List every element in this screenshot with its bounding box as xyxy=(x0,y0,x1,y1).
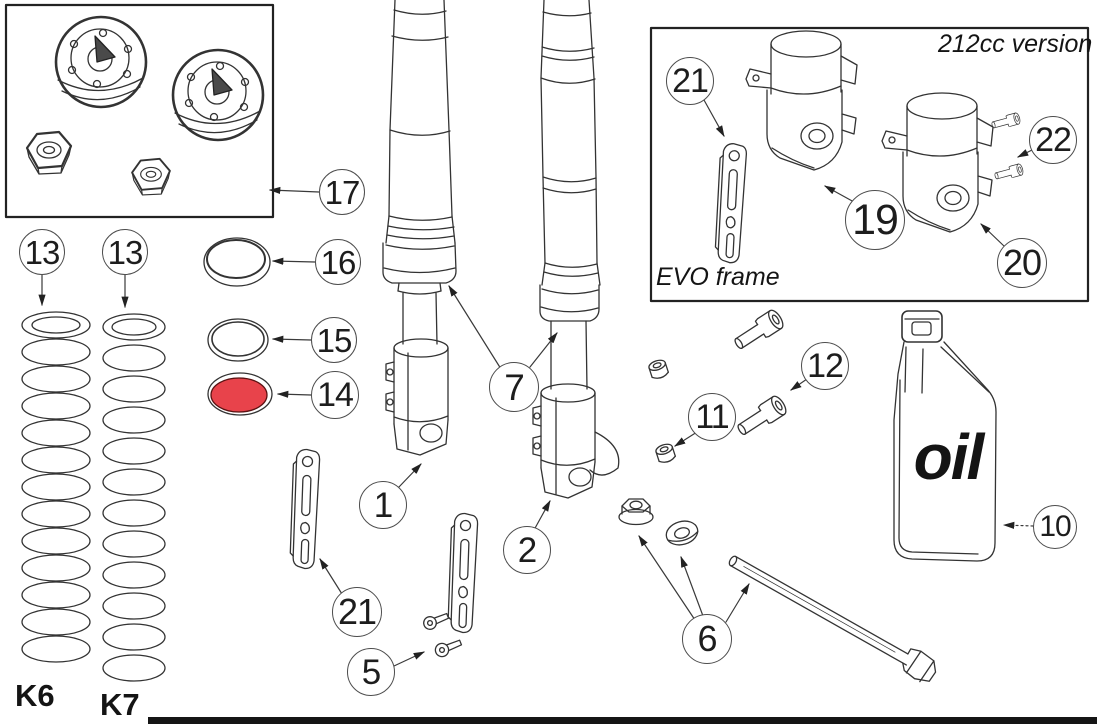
callout-16: 16 xyxy=(315,239,361,285)
oil-bottle-label: oil xyxy=(913,421,985,493)
callout-21-main: 21 xyxy=(332,587,382,637)
small-nut-icon xyxy=(647,357,677,465)
oring-16-icon xyxy=(203,237,271,287)
callout-14: 14 xyxy=(311,371,359,419)
callout-12: 12 xyxy=(801,342,849,390)
callout-6: 6 xyxy=(682,614,732,664)
callout-7: 7 xyxy=(489,362,539,412)
oil-bottle-icon xyxy=(893,310,997,562)
callout-19: 19 xyxy=(845,190,905,250)
spring-k7 xyxy=(102,313,166,682)
callout-11: 11 xyxy=(688,393,736,441)
spring-rate-label-k7: K7 xyxy=(100,687,140,722)
callout-1: 1 xyxy=(359,481,407,529)
leader-lines xyxy=(38,99,1034,667)
callout-17: 17 xyxy=(319,169,365,215)
bracket-plate-icon xyxy=(289,448,479,634)
cap-detail-box xyxy=(4,3,275,219)
washer-15-icon xyxy=(207,318,269,362)
callout-2: 2 xyxy=(503,526,551,574)
callout-21-box: 21 xyxy=(666,57,714,105)
callout-22: 22 xyxy=(1029,116,1077,164)
axle-bolt-icon xyxy=(728,555,937,683)
fork-leg-right xyxy=(532,0,620,499)
washer-icon xyxy=(665,520,699,546)
flange-nut-icon xyxy=(618,498,654,526)
seal-14-red-fill xyxy=(210,377,268,413)
callout-13-left: 13 xyxy=(19,229,65,275)
bottom-crop-bar xyxy=(148,717,1097,724)
callout-20: 20 xyxy=(997,238,1047,288)
callout-13-right: 13 xyxy=(102,229,148,275)
frame-note: EVO frame xyxy=(656,263,780,291)
spring-k6 xyxy=(21,311,91,663)
callout-10: 10 xyxy=(1033,505,1077,549)
spring-rate-label-k6: K6 xyxy=(15,678,55,713)
version-note: 212cc version xyxy=(938,30,1093,58)
screw-set-5-icon xyxy=(423,612,463,658)
fork-leg-left xyxy=(382,0,457,456)
socket-bolt-icon xyxy=(730,307,790,441)
seal-14-highlighted-icon xyxy=(207,372,273,416)
callout-15: 15 xyxy=(311,317,357,363)
callout-5: 5 xyxy=(347,648,395,696)
